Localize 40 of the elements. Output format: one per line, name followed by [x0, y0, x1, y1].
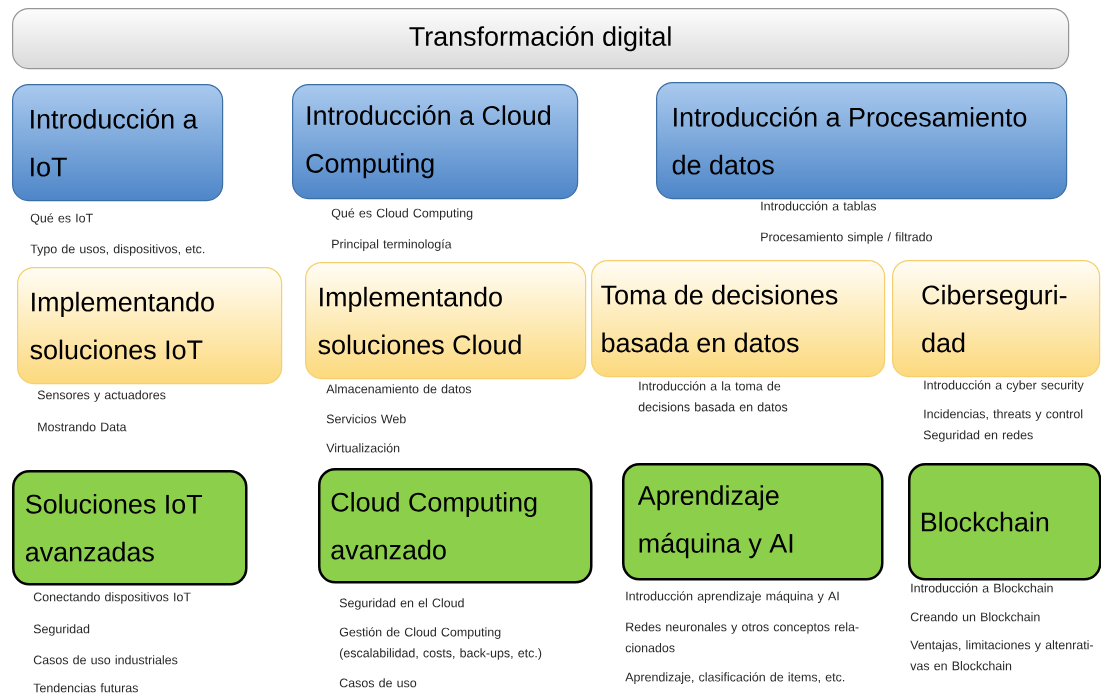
topic-item: Typo de usos, dispositivos, etc. [30, 244, 205, 256]
topic-item: Servicios Web [326, 414, 406, 424]
topic-item: Ventajas, limitaciones y altenrati-vas en Blockchain [910, 640, 1094, 671]
topic-box: Introducción a IoT [12, 84, 224, 202]
topic-item: Casos de uso [339, 678, 417, 688]
topic-item: Virtualización [326, 443, 400, 453]
topic-item: Principal terminología [332, 239, 452, 251]
topic-item: Casos de uso industriales [33, 655, 178, 665]
topic-box: Aprendizaje máquina y AI [622, 463, 884, 581]
topic-box: Soluciones IoT avanzadas [12, 470, 248, 586]
topic-box: Implementando soluciones IoT [17, 267, 283, 385]
topic-item: Seguridad [33, 624, 90, 636]
topic-item: Redes neuronales y otros conceptos rela-cionados [625, 622, 859, 653]
title-banner: Transformación digital [12, 8, 1070, 70]
topic-item: Seguridad en redes [923, 430, 1033, 442]
topic-item: Gestión de Cloud Computing (escalabilidad, costs, back-ups, etc.) [339, 627, 542, 660]
topic-box: Toma de decisiones basada en datos [591, 260, 886, 378]
topic-item: Qué es Cloud Computing [331, 208, 473, 220]
topic-item: Qué es IoT [30, 213, 93, 225]
topic-item: Introducción a Blockchain [911, 583, 1053, 593]
topic-box: Cloud Computing avanzado [318, 468, 593, 584]
topic-item: Almacenamiento de datos [326, 384, 472, 394]
topic-item: Creando un Blockchain [910, 612, 1040, 622]
topic-box: Introducción a Procesamiento de datos [656, 82, 1068, 200]
topic-box: Introducción a Cloud Computing [292, 84, 579, 200]
topic-item: Conectando dispositivos IoT [33, 592, 191, 604]
topic-item: Introducción aprendizaje máquina y AI [626, 591, 839, 603]
topic-item: Introducción a cyber security [924, 380, 1084, 392]
topic-item: Introducción a la toma de decisions basada en datos [638, 381, 788, 412]
topic-item: Sensores y actuadores [37, 390, 166, 402]
topic-box: Ciberseguri-dad [892, 260, 1101, 378]
topic-item: Seguridad en el Cloud [339, 598, 464, 610]
topic-box: Blockchain [908, 463, 1101, 581]
topic-item: Incidencias, threats y control [924, 409, 1083, 421]
topic-item: Mostrando Data [38, 422, 127, 432]
topic-box: Implementando soluciones Cloud [305, 262, 587, 380]
topic-item: Tendencias futuras [33, 683, 138, 693]
topic-item: Introducción a tablas [761, 201, 877, 211]
topic-item: Aprendizaje, clasificación de items, etc. [625, 672, 845, 684]
topic-item: Procesamiento simple / filtrado [761, 232, 932, 244]
